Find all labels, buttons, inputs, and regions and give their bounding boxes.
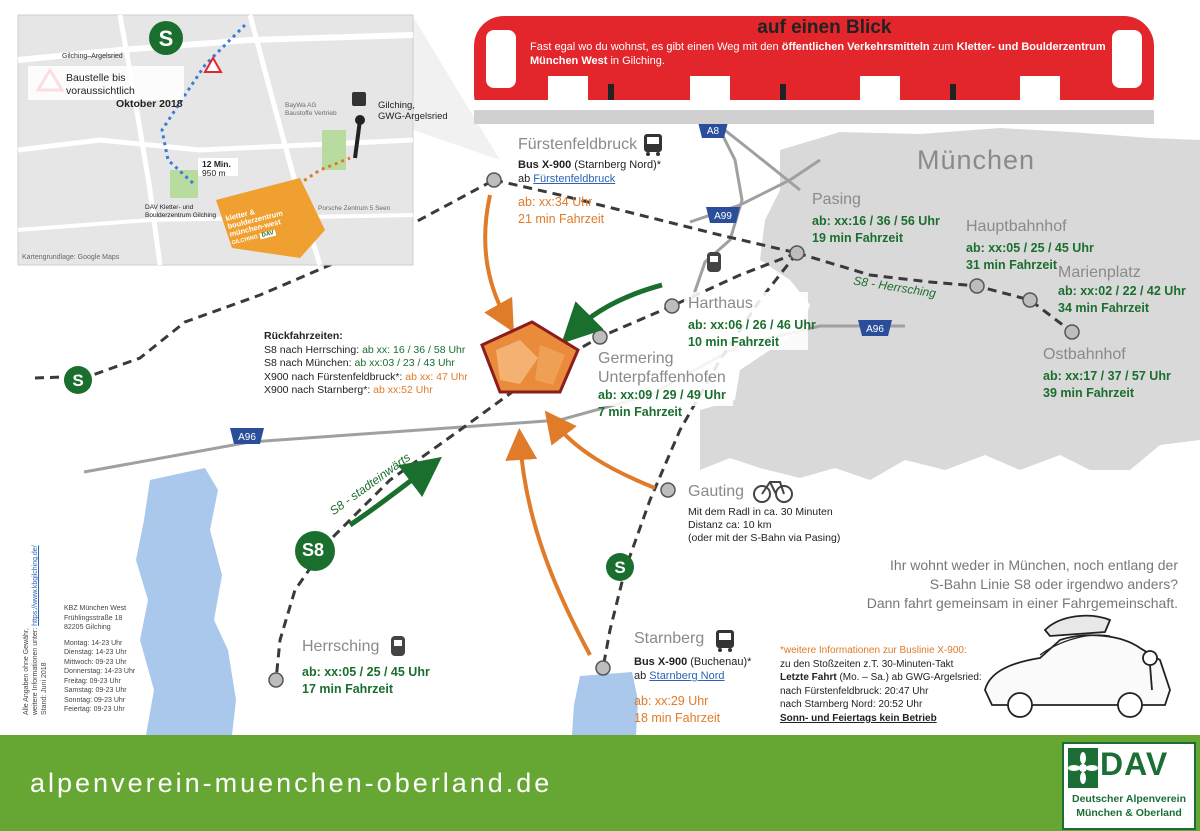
bus-line-fuerstenfeldbruck — [493, 178, 798, 255]
gauting-bike-info: Mit dem Radl in ca. 30 Minuten Distanz c… — [688, 506, 841, 544]
return-times-title: Rückfahrzeiten: — [264, 330, 343, 342]
a99-badge: A99 — [706, 207, 740, 223]
s8-badge-label: S8 — [302, 540, 325, 560]
a96-badge-left: A96 — [230, 428, 264, 444]
svg-text:S: S — [159, 26, 174, 51]
pasing-schedule: ab: xx:16 / 36 / 56 Uhr 19 min Fahrzeit — [812, 214, 940, 245]
s8-line-east — [796, 251, 1073, 334]
s8-arrow-harthaus — [561, 282, 663, 344]
link-kbgilching[interactable]: https://www.kbgilching.de/ — [32, 545, 39, 626]
return-row: X900 nach Starnberg*: ab xx:52 Uhr — [264, 384, 433, 396]
location-inset-map: S — [17, 14, 414, 266]
station-hauptbahnhof: Hauptbahnhof — [966, 218, 1067, 235]
bike-arrow-gauting — [544, 410, 656, 490]
inset-station-label: Gilching–Argelsried — [62, 53, 123, 60]
dav-wordmark: DAV — [1100, 746, 1169, 782]
station-starnberg: Starnberg — [634, 630, 705, 647]
train-graphic — [474, 16, 1154, 124]
svg-text:A96: A96 — [238, 432, 256, 443]
bus-icon-starnberg — [716, 630, 734, 652]
starnberg-schedule: ab: xx:29 Uhr 18 min Fahrzeit — [634, 694, 721, 725]
edelweiss-icon — [1068, 748, 1098, 788]
inset-walk-time: 12 Min. 950 m — [202, 159, 231, 178]
carpool-illustration — [984, 614, 1171, 718]
germering-schedule: ab: xx:09 / 29 / 49 Uhr 7 min Fahrzeit — [598, 388, 726, 419]
svg-text:A96: A96 — [866, 324, 884, 335]
train-icon-center — [707, 252, 721, 272]
return-times: Rückfahrzeiten: S8 nach Herrsching: ab x… — [264, 330, 468, 398]
link-fuerstenfeldbruck[interactable]: Fürstenfeldbruck — [533, 173, 616, 185]
s8-line-center — [274, 251, 798, 681]
climbing-center-icon — [480, 320, 580, 394]
station-herrsching: Herrsching — [302, 638, 380, 655]
s-bahn-icon-inset: S — [149, 21, 183, 55]
inset-street-porsche: Porsche Zentrum 5 Seen — [318, 205, 391, 212]
inset-street-beywa: BayWa AG Baustoffe Vertrieb — [285, 102, 337, 117]
bus-x900-info: *weitere Informationen zur Buslinie X-90… — [780, 645, 982, 724]
herrsching-schedule: ab: xx:05 / 25 / 45 Uhr 17 min Fahrzeit — [302, 665, 430, 696]
return-row: S8 nach Herrsching: ab xx: 16 / 36 / 58 … — [264, 343, 466, 356]
bus-icon-fuerstenfeldbruck — [644, 134, 662, 156]
hauptbahnhof-schedule: ab: xx:05 / 25 / 45 Uhr 31 min Fahrzeit — [966, 241, 1094, 272]
inset-attribution: Kartengrundlage: Google Maps — [22, 254, 120, 261]
station-gauting: Gauting — [688, 483, 745, 500]
dav-name-line-1: Deutscher Alpenverein — [1072, 793, 1186, 805]
return-row: X900 nach Fürstenfeldbruck*: ab xx: 47 U… — [264, 370, 468, 383]
construction-note: Baustelle bis voraussichtlich Oktober 20… — [66, 72, 186, 111]
construction-line-2: Oktober 2018 — [116, 98, 183, 110]
a8-badge: A8 — [698, 122, 728, 138]
bus-arrow-starnberg — [505, 428, 592, 656]
station-germering: Germering Unterpfaffenhofen — [598, 350, 726, 386]
s8-arrow-inbound — [348, 456, 442, 528]
inset-bus-stop-label: Gilching, GWG-Argelsried — [378, 100, 448, 122]
bicycle-icon — [753, 481, 793, 503]
harthaus-schedule: ab: xx:06 / 26 / 46 Uhr 10 min Fahrzeit — [688, 318, 816, 349]
footer-url[interactable]: alpenverein-muenchen-oberland.de — [30, 768, 553, 798]
harthaus-box — [684, 292, 808, 350]
starnberger-see-lake — [572, 672, 638, 735]
station-pasing: Pasing — [812, 191, 861, 208]
page-subtitle: Fast egal wo du wohnst, es gibt einen We… — [530, 41, 1106, 67]
link-starnberg-nord[interactable]: Starnberg Nord — [649, 670, 725, 682]
vertical-disclaimer: Alle Angaben ohne Gewähr, weitere Inform… — [23, 545, 48, 715]
dav-name-line-2: München & Oberland — [1076, 807, 1182, 819]
station-fuerstenfeldbruck: Fürstenfeldbruck — [518, 136, 638, 153]
page-title: ÖFFENTLICHE ANREISE auf einen Blick — [530, 17, 892, 38]
ostbahnhof-schedule: ab: xx:17 / 37 / 57 Uhr 39 min Fahrzeit — [1043, 369, 1171, 400]
marienplatz-schedule: ab: xx:02 / 22 / 42 Uhr 34 min Fahrzeit — [1058, 284, 1186, 315]
fuerstenfeldbruck-schedule: ab: xx:34 Uhr 21 min Fahrzeit — [518, 195, 605, 226]
city-label-muenchen: München — [917, 145, 1036, 175]
a96-badge-right: A96 — [858, 320, 892, 336]
ammersee-lake — [136, 468, 236, 735]
construction-line-1: Baustelle bis voraussichtlich — [66, 72, 135, 97]
fuerstenfeldbruck-bus-info: Bus X-900 (Starnberg Nord)* ab Fürstenfe… — [518, 159, 662, 185]
station-marienplatz: Marienplatz — [1058, 264, 1141, 281]
station-ostbahnhof: Ostbahnhof — [1043, 346, 1126, 363]
s8-badge — [295, 531, 335, 571]
s-bahn-icon-west: S — [64, 366, 92, 394]
station-harthaus: Harthaus — [688, 295, 753, 312]
munich-city-area — [700, 128, 1200, 480]
carpool-text: Ihr wohnt weder in München, noch entlang… — [866, 557, 1178, 611]
germering-box — [595, 346, 733, 406]
inset-dav-label: DAV Kletter- und Boulderzentrum Gilching — [145, 204, 217, 219]
svg-text:S: S — [72, 371, 83, 390]
return-row: S8 nach München: ab xx:03 / 23 / 43 Uhr — [264, 357, 455, 369]
svg-text:A8: A8 — [707, 126, 720, 137]
starnberg-bus-info: Bus X-900 (Buchenau)* ab Starnberg Nord — [634, 656, 752, 682]
bus-arrow-fuerstenfeldbruck — [483, 194, 514, 333]
svg-text:A99: A99 — [714, 211, 732, 222]
svg-text:S: S — [614, 558, 625, 577]
footer-bar — [0, 735, 1200, 831]
return-times-list: S8 nach Herrsching: ab xx: 16 / 36 / 58 … — [264, 344, 468, 398]
s-bahn-icon-south: S — [606, 553, 634, 581]
address-block: KBZ München West Frühlingsstraße 18 8220… — [64, 605, 136, 713]
train-icon-herrsching — [391, 636, 405, 656]
